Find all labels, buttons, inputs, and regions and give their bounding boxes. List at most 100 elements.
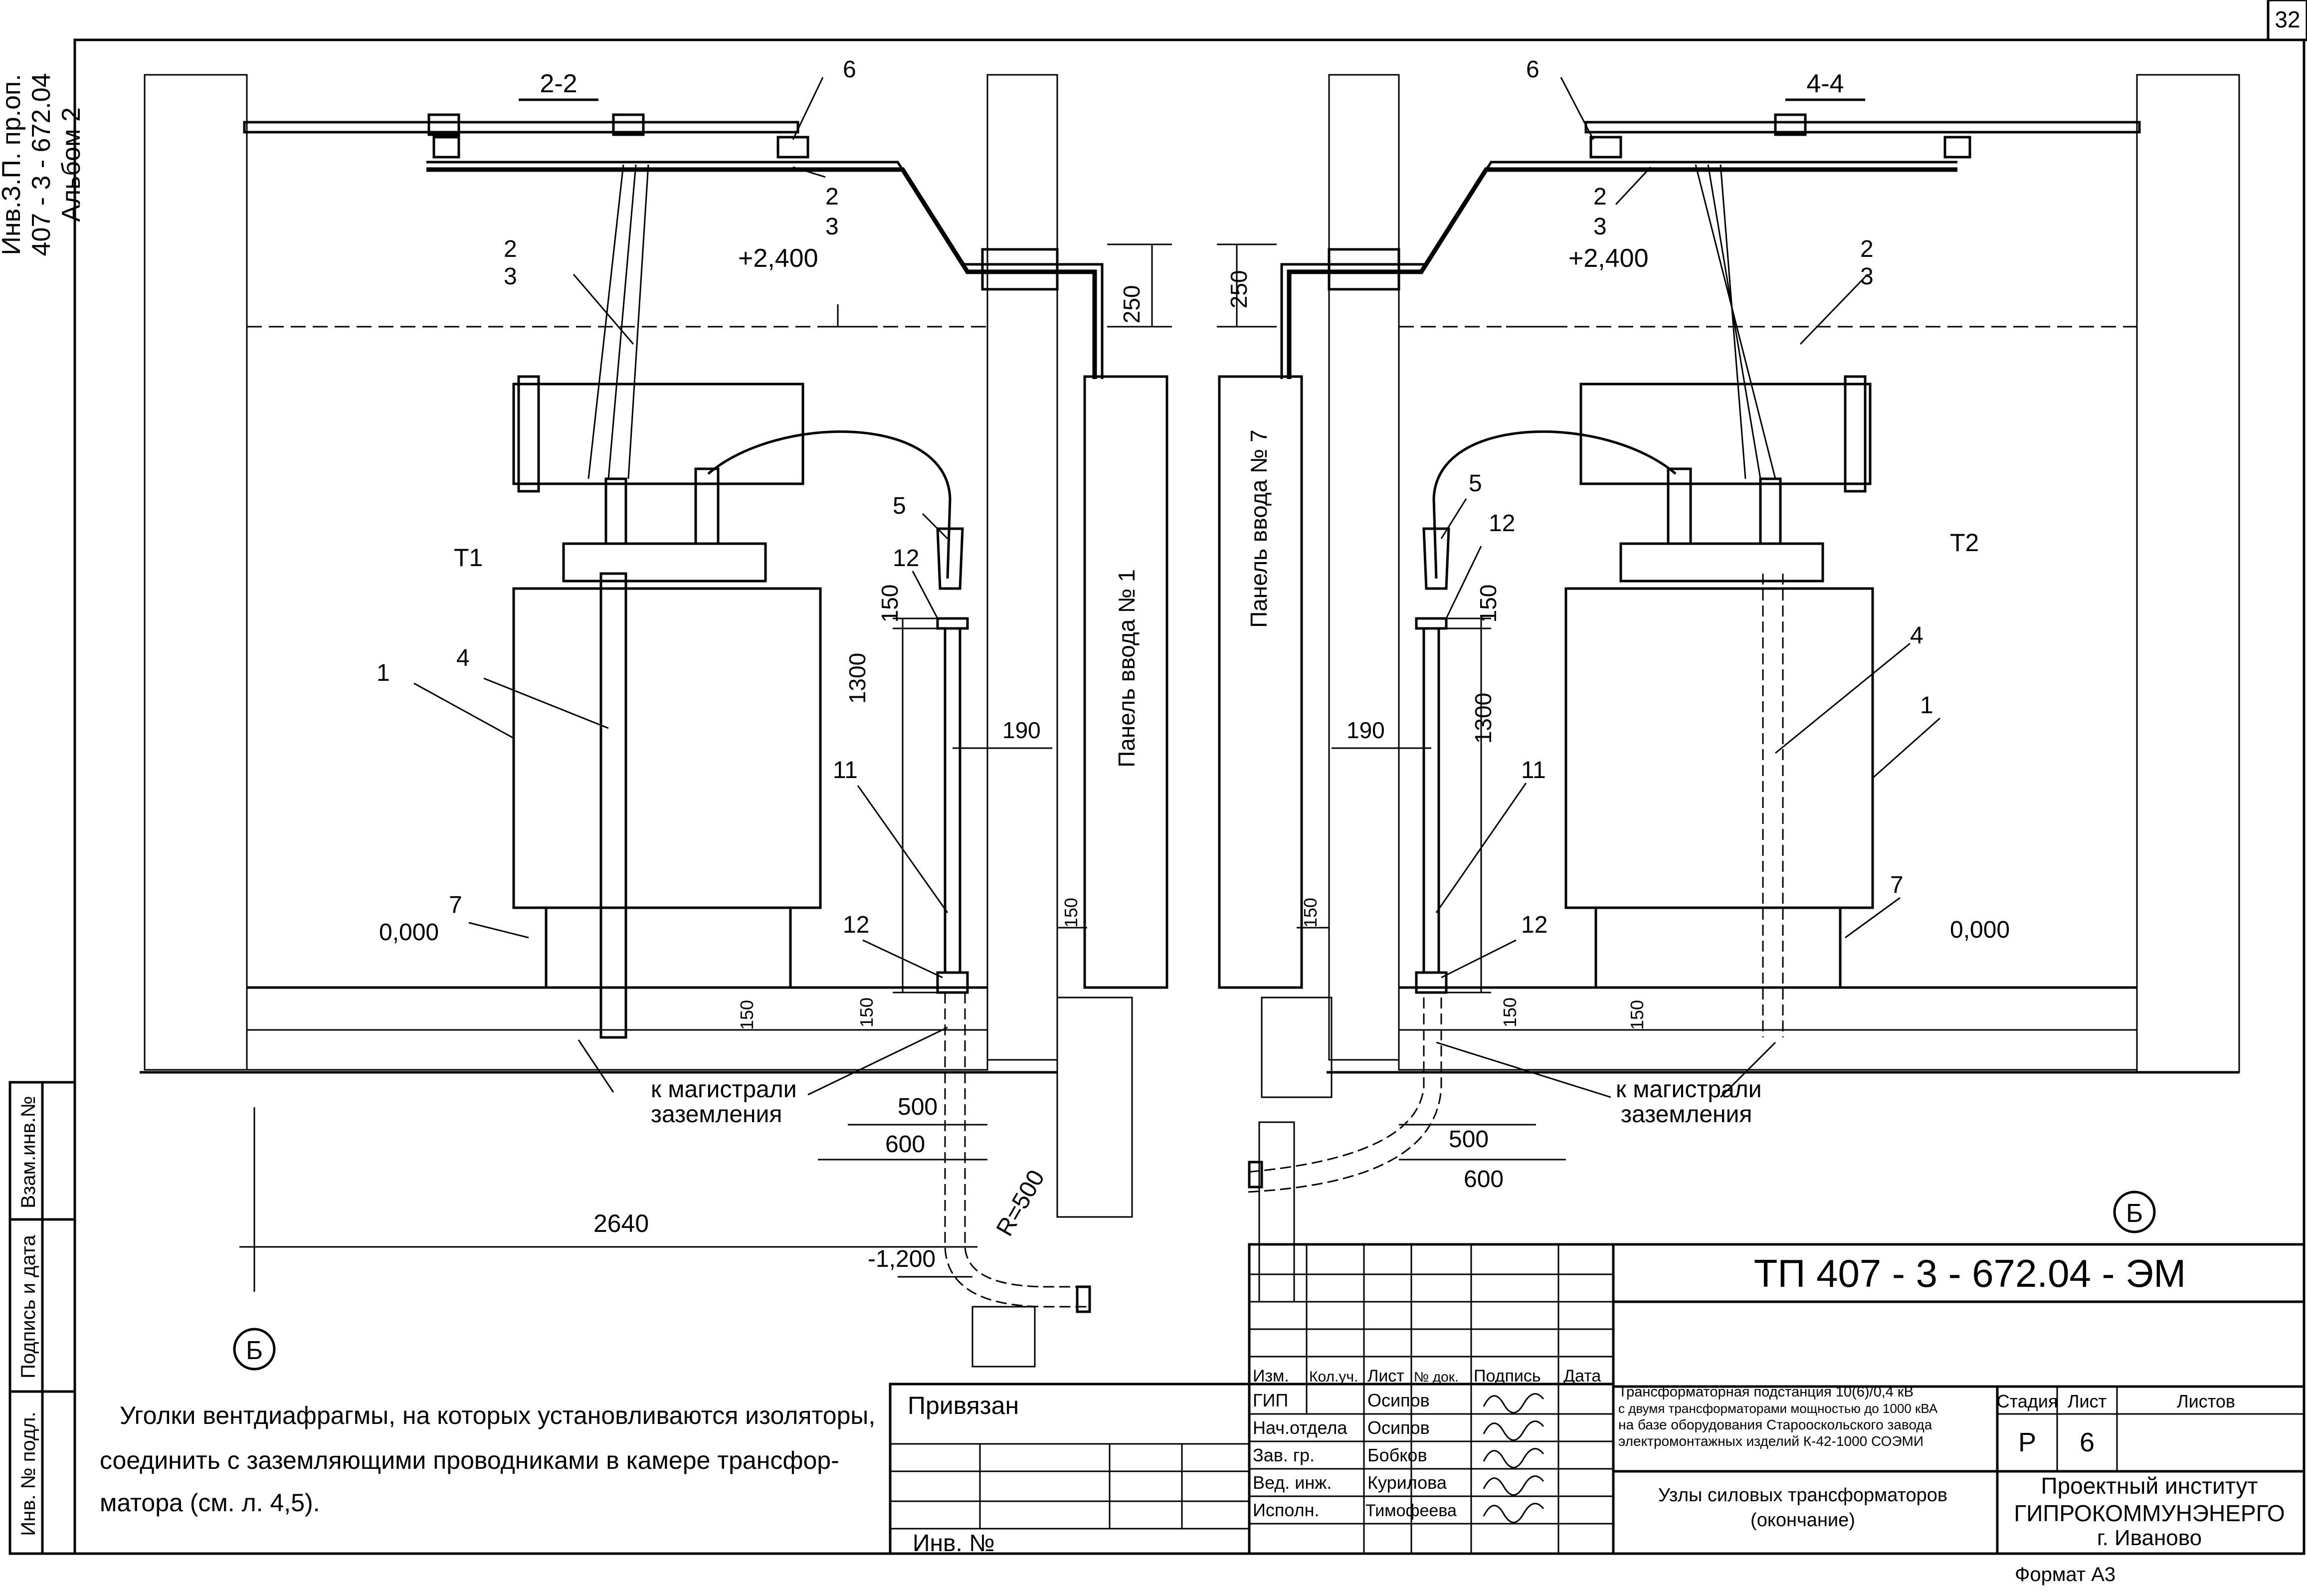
left-dim-500: 500 (898, 1094, 938, 1120)
left-grounding-1: к магистрали (651, 1076, 797, 1103)
left-transformer-label: Т1 (454, 544, 483, 572)
stage-value: Р (2018, 1427, 2036, 1457)
left-pos-6: 6 (843, 56, 856, 83)
right-trench-wall (1261, 997, 1333, 1098)
left-panel-label: Панель ввода № 1 (1114, 569, 1140, 768)
right-lv-bushing (1667, 467, 1692, 545)
role-1: ГИП (1253, 1390, 1288, 1410)
note-line-1: Уголки вентдиафрагмы, на которых установ… (120, 1401, 875, 1429)
sheet-label: Лист (2068, 1391, 2107, 1411)
section-2-2-drawing: 2-2 6 2 3 2 3 +2,400 250 Панель ввода № … (140, 56, 1172, 1371)
signature-3 (1483, 1448, 1544, 1468)
left-dim-150-floor-b: 150 (856, 998, 877, 1027)
right-dim-150-top: 150 (1475, 585, 1501, 623)
left-pos-7: 7 (449, 892, 462, 918)
bind-inv: Инв. № (913, 1530, 995, 1557)
right-pos-3b: 3 (1860, 263, 1874, 290)
left-pos-2-top: 2 (825, 184, 839, 210)
right-wall-bushing (1328, 248, 1400, 291)
corner-stamp-line-2: 407 - 3 - 672.04 (27, 73, 56, 256)
left-pos-11: 11 (833, 757, 858, 784)
left-pos-3b: 3 (504, 263, 517, 290)
right-axis-marker (2113, 1191, 2156, 1233)
right-panel-label: Панель ввода № 7 (1246, 429, 1272, 628)
right-grounding-2: заземления (1621, 1101, 1752, 1128)
right-section-label: 4-4 (1806, 69, 1844, 98)
section-4-4-drawing: 4-4 6 2 3 2 3 +2,400 250 Панель ввода № … (1217, 56, 2240, 1303)
right-pos-6: 6 (1526, 56, 1539, 83)
right-pos-2b: 2 (1860, 236, 1874, 262)
org-3: г. Иваново (2097, 1526, 2202, 1550)
right-radiator (1564, 587, 1874, 909)
left-radius: R=500 (991, 1166, 1050, 1240)
project-line-3: на базе оборудования Старооскольского за… (1618, 1417, 1932, 1432)
name-3: Бобков (1367, 1445, 1427, 1465)
right-busbar (1287, 167, 1957, 379)
project-line-2: с двумя трансформаторами мощностью до 10… (1618, 1401, 1938, 1416)
right-pos-2-top: 2 (1593, 184, 1607, 210)
stage-label: Стадия (1997, 1391, 2058, 1411)
left-cable (707, 430, 952, 579)
name-2: Осипов (1367, 1417, 1430, 1438)
right-grounding-1: к магистрали (1616, 1076, 1762, 1103)
left-tank-cover (562, 542, 767, 583)
right-dim-1300: 1300 (1470, 693, 1496, 744)
right-dim-250: 250 (1226, 270, 1252, 309)
left-section-label: 2-2 (540, 69, 577, 98)
hdr-data: Дата (1563, 1367, 1601, 1386)
right-floor-slab (1398, 1029, 2138, 1071)
right-pos-3-top: 3 (1593, 213, 1607, 240)
role-5: Исполн. (1253, 1500, 1320, 1520)
sheet-frame (73, 38, 2306, 1555)
hdr-podpis: Подпись (1474, 1367, 1541, 1386)
note-block: Уголки вентдиафрагмы, на которых установ… (100, 1401, 875, 1517)
corner-stamp: Инв.З.П. пр.оп. 407 - 3 - 672.04 Альбом … (0, 73, 86, 256)
left-dim-150-wall: 150 (1061, 898, 1081, 928)
name-1: Осипов (1367, 1390, 1430, 1410)
name-4: Курилова (1367, 1472, 1447, 1493)
inv-podl-label: Инв. № подл. (17, 1411, 39, 1536)
right-pos-4: 4 (1910, 622, 1923, 649)
hdr-izm: Изм. (1253, 1367, 1289, 1386)
left-stamp-column: Инв. № подл. Подпись и дата Взам.инв.№ (8, 1081, 76, 1555)
right-dim-600: 600 (1464, 1166, 1504, 1193)
right-dim-500: 500 (1449, 1126, 1489, 1153)
right-conservator (1579, 383, 1872, 485)
right-elev-top: +2,400 (1568, 244, 1649, 273)
right-tank-cover (1619, 542, 1824, 583)
left-dim-2640: 2640 (593, 1209, 649, 1237)
role-4: Вед. инж. (1253, 1472, 1332, 1493)
left-wall-bushing (981, 248, 1059, 291)
left-dim-190: 190 (1002, 717, 1041, 743)
left-grounding-2: заземления (651, 1101, 782, 1128)
left-elev-top: +2,400 (738, 244, 818, 273)
role-3: Зав. гр. (1253, 1445, 1315, 1465)
left-dim-1300: 1300 (844, 653, 870, 704)
left-hv-bushing (604, 477, 627, 545)
left-cable-head (936, 527, 964, 590)
role-2: Нач.отдела (1253, 1417, 1347, 1438)
right-cable (1432, 430, 1677, 579)
left-pos-5: 5 (893, 493, 906, 519)
right-pos-7: 7 (1890, 872, 1904, 898)
left-axis-marker (233, 1328, 276, 1371)
left-lv-bushing (694, 467, 720, 545)
left-conservator (512, 383, 804, 485)
format-label: Формат А3 (2015, 1564, 2115, 1586)
left-busbar (426, 167, 1097, 379)
left-partition-wall (986, 74, 1058, 1061)
note-line-3: матора (см. л. 4,5). (100, 1489, 320, 1517)
left-floor-slab (246, 1029, 988, 1071)
vzam-inv-label: Взам.инв.№ (17, 1096, 39, 1208)
right-outer-wall (2136, 74, 2240, 1073)
right-dim-190: 190 (1346, 717, 1385, 743)
drawing-title-2: (окончание) (1750, 1510, 1855, 1531)
corner-stamp-line-1: Инв.З.П. пр.оп. (0, 74, 26, 255)
signature-date-label: Подпись и дата (17, 1234, 39, 1378)
left-panel (1083, 375, 1168, 989)
hdr-ndok: № док. (1414, 1369, 1459, 1385)
org-1: Проектный институт (2041, 1473, 2258, 1499)
bind-privyazan: Привязан (908, 1392, 1019, 1419)
hdr-list: Лист (1367, 1367, 1404, 1386)
right-dim-150-wall: 150 (1300, 898, 1321, 928)
